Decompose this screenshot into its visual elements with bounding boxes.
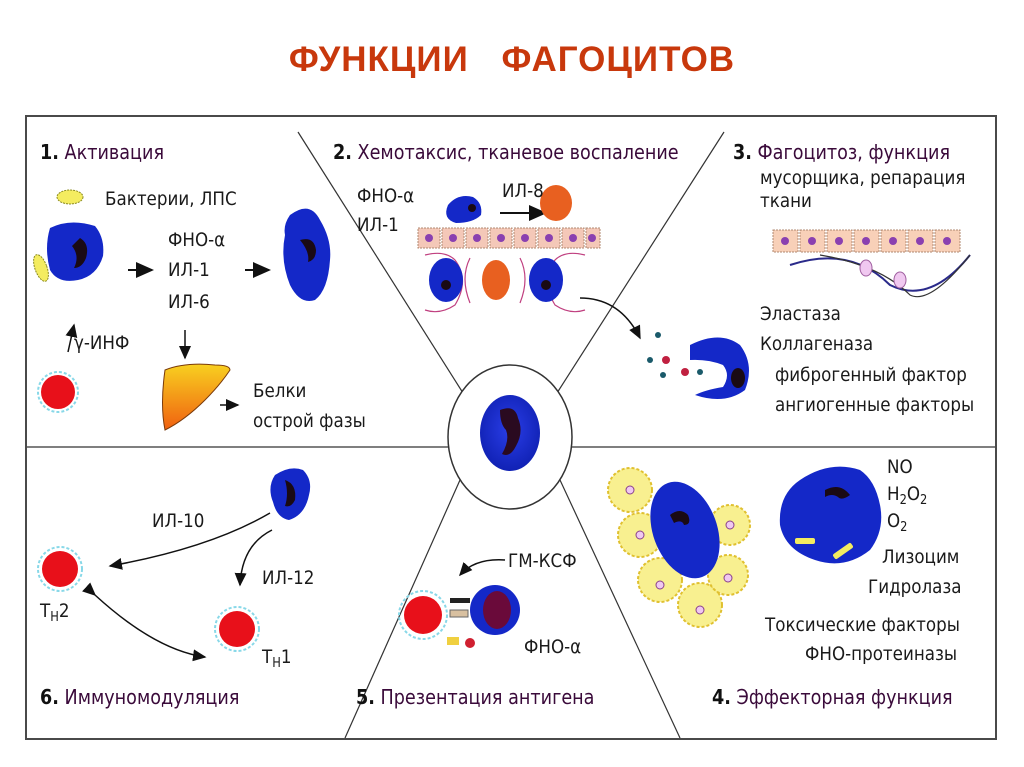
il10-label: ИЛ-10 [152, 510, 205, 532]
section-3-heading: 3. Фагоцитоз, функция [733, 140, 951, 164]
section-6-heading: 6. Иммуномодуляция [40, 685, 240, 709]
il6-label: ИЛ-6 [168, 291, 210, 313]
section-3-heading-cont-2: ткани [760, 190, 812, 212]
section-3-graphics [647, 229, 971, 399]
section-4-heading: 4. Эффекторная функция [712, 685, 953, 709]
section-2-heading: 2. Хемотаксис, тканевое воспаление [333, 140, 679, 164]
central-neutrophil-icon [480, 395, 540, 471]
page-title: ФУНКЦИИ ФАГОЦИТОВ [288, 40, 736, 79]
angiogenic-factors-label: ангиогенные факторы [775, 394, 975, 416]
section-5-heading: 5. Презентация антигена [356, 685, 595, 709]
collagenase-label: Коллагеназа [760, 333, 874, 355]
toxic-factors-label: Токсические факторы [765, 614, 960, 636]
hydrolase-label: Гидролаза [868, 576, 962, 598]
lysozyme-label: Лизоцим [882, 546, 960, 568]
il1-label-2: ИЛ-1 [357, 214, 399, 236]
il1-label: ИЛ-1 [168, 259, 210, 281]
elastase-label: Эластаза [760, 303, 841, 325]
fibrogenic-factor-label: фиброгенный фактор [775, 364, 967, 386]
proteins-label-2: острой фазы [253, 410, 366, 432]
section-6-graphics [37, 468, 311, 662]
stimulus-label: Бактерии, ЛПС [105, 188, 237, 210]
no-label: NO [887, 456, 913, 478]
o2-label: O2 [887, 510, 908, 535]
proteins-label-1: Белки [253, 380, 307, 402]
tnf-alpha-label-5: ФНО-α [524, 636, 582, 658]
il8-label: ИЛ-8 [502, 180, 544, 202]
h2o2-label: H2O2 [887, 483, 928, 508]
th1-label: TH1 [262, 646, 292, 671]
tnf-proteinases-label: ФНО-протеиназы [805, 643, 958, 665]
section-1-heading: 1. Активация [40, 140, 165, 164]
tnf-alpha-label-2: ФНО-α [357, 185, 415, 207]
section-1-graphics [33, 189, 331, 431]
section-5-graphics [398, 559, 520, 648]
il12-label: ИЛ-12 [262, 567, 315, 589]
gm-csf-label: ГМ-КСФ [508, 550, 577, 572]
tnf-alpha-label: ФНО-α [168, 229, 226, 251]
section-2-graphics [417, 185, 641, 340]
section-4-graphics [607, 466, 882, 628]
gamma-inf-label: γ-ИНФ [74, 332, 130, 354]
section-3-heading-cont-1: мусорщика, репарация [760, 167, 966, 189]
th2-label: TH2 [40, 600, 70, 625]
